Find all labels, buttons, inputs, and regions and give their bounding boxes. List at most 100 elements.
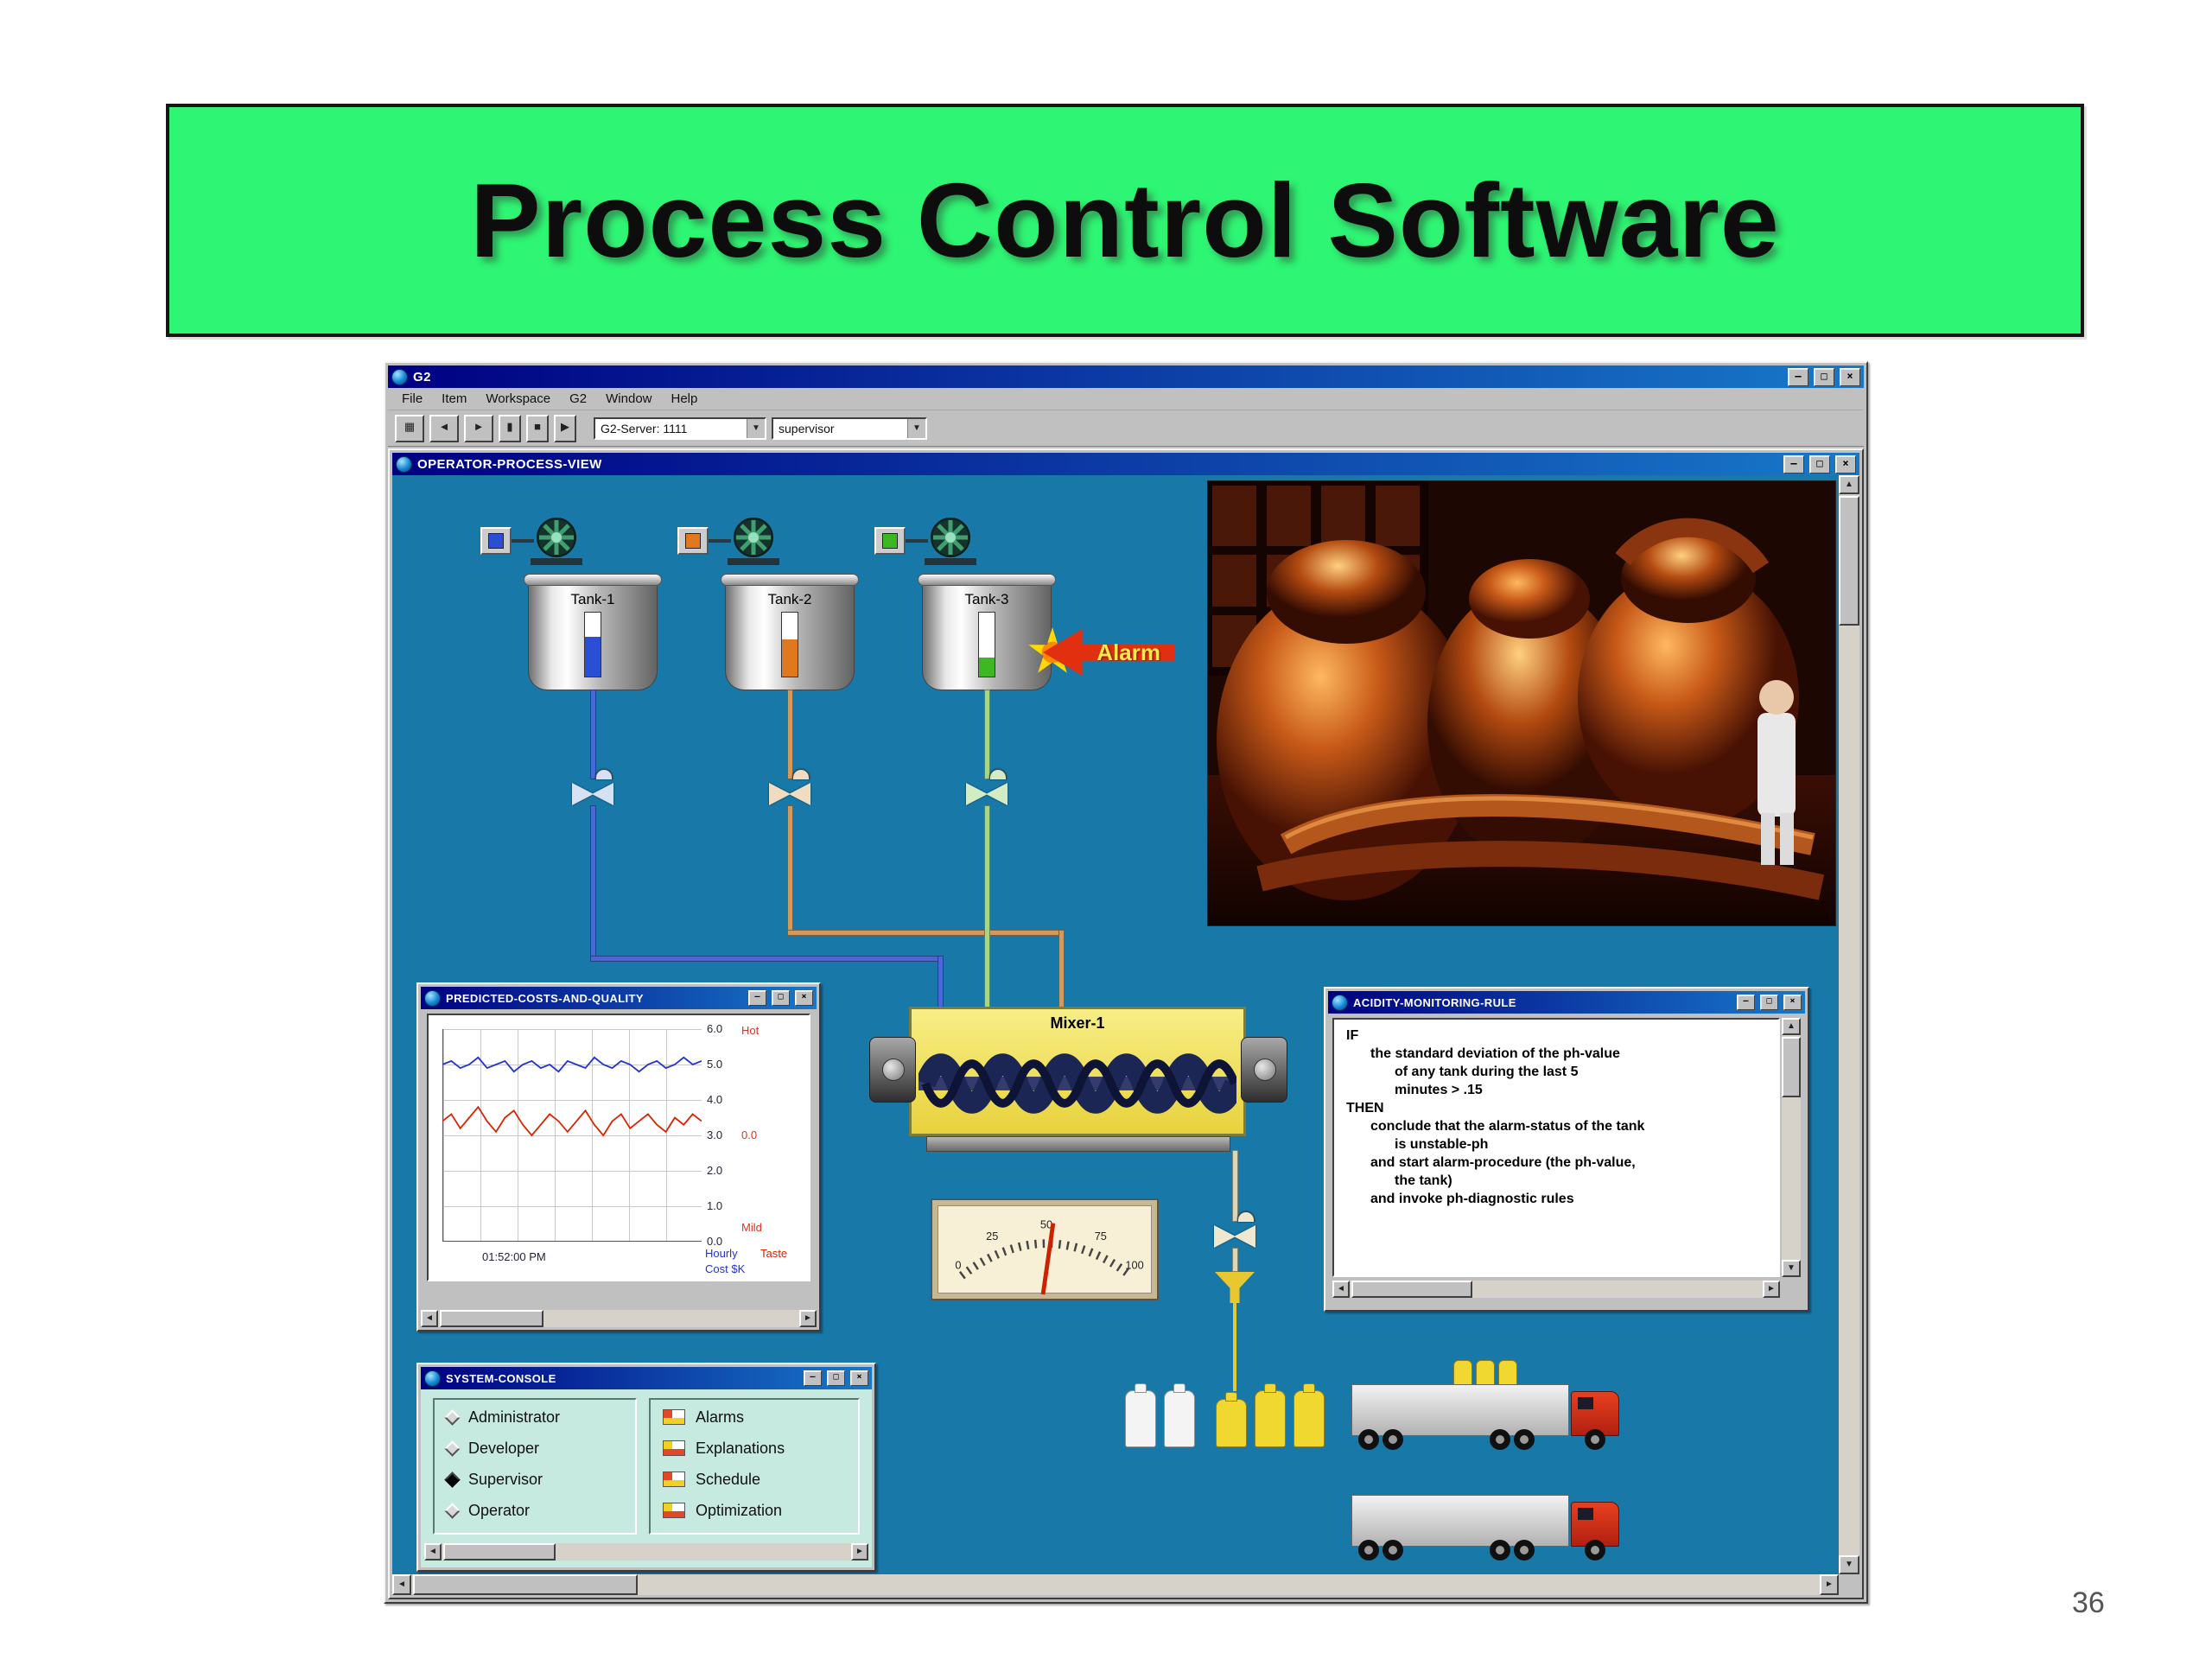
- scroll-left-icon[interactable]: ◄: [392, 1574, 411, 1595]
- maximize-icon[interactable]: □: [827, 1370, 845, 1386]
- menu-workspace[interactable]: Workspace: [486, 391, 551, 406]
- horizontal-scrollbar[interactable]: ◄ ►: [424, 1543, 868, 1560]
- horizontal-scrollbar[interactable]: ◄ ►: [392, 1574, 1839, 1595]
- pump-icon[interactable]: [928, 515, 973, 560]
- svg-text:100: 100: [1125, 1259, 1143, 1272]
- scroll-up-icon[interactable]: ▲: [1839, 475, 1859, 494]
- pump-icon[interactable]: [534, 515, 579, 560]
- scroll-left-icon[interactable]: ◄: [424, 1543, 442, 1560]
- menu-bar: File Item Workspace G2 Window Help: [388, 388, 1864, 410]
- console-button-explanations[interactable]: Explanations: [663, 1436, 785, 1460]
- menu-window[interactable]: Window: [606, 391, 652, 406]
- tank-body: Tank-3: [922, 586, 1052, 690]
- console-button-optimization[interactable]: Optimization: [663, 1498, 782, 1522]
- role-label: Supervisor: [468, 1470, 543, 1488]
- close-icon[interactable]: ×: [795, 990, 813, 1006]
- tank-lid: [524, 574, 662, 586]
- tank-2[interactable]: Tank-2: [721, 574, 859, 690]
- scroll-right-icon[interactable]: ►: [799, 1310, 817, 1327]
- maximize-icon[interactable]: □: [772, 990, 790, 1006]
- close-icon[interactable]: ×: [850, 1370, 868, 1386]
- user-combo[interactable]: supervisor ▼: [772, 416, 927, 440]
- feed-sensor-box[interactable]: [874, 527, 906, 555]
- scroll-up-icon[interactable]: ▲: [1782, 1018, 1801, 1035]
- console-button-schedule[interactable]: Schedule: [663, 1467, 760, 1491]
- scroll-left-icon[interactable]: ◄: [421, 1310, 438, 1327]
- rule-titlebar[interactable]: ACIDITY-MONITORING-RULE – □ ×: [1328, 991, 1805, 1014]
- grid-icon[interactable]: ▦: [395, 414, 424, 442]
- maximize-icon[interactable]: □: [1809, 454, 1830, 474]
- output-valve[interactable]: [1214, 1211, 1255, 1248]
- role-option-administrator[interactable]: Administrator: [444, 1405, 560, 1429]
- scroll-right-icon[interactable]: ►: [851, 1543, 868, 1560]
- maximize-icon[interactable]: □: [1760, 995, 1778, 1010]
- step-back-icon[interactable]: ◄: [429, 414, 459, 442]
- role-option-supervisor[interactable]: Supervisor: [444, 1467, 543, 1491]
- step-forward-icon[interactable]: ►: [464, 414, 493, 442]
- costs-titlebar[interactable]: PREDICTED-COSTS-AND-QUALITY – □ ×: [421, 987, 817, 1009]
- valve-tank-2[interactable]: [769, 769, 810, 805]
- scrollbar-thumb[interactable]: [413, 1574, 638, 1595]
- close-icon[interactable]: ×: [1840, 367, 1860, 386]
- menu-item[interactable]: Item: [442, 391, 467, 406]
- server-combo[interactable]: G2-Server: 1111 ▼: [594, 416, 766, 440]
- mixer-end-cap: [869, 1037, 916, 1103]
- console-titlebar[interactable]: SYSTEM-CONSOLE – □ ×: [421, 1367, 872, 1389]
- chevron-down-icon[interactable]: ▼: [907, 418, 925, 438]
- scrollbar-thumb[interactable]: [443, 1543, 556, 1560]
- tank-3[interactable]: Tank-3: [918, 574, 1056, 690]
- mid-label: 0.0: [741, 1128, 758, 1141]
- role-option-operator[interactable]: Operator: [444, 1498, 530, 1522]
- chevron-down-icon[interactable]: ▼: [747, 418, 765, 438]
- menu-file[interactable]: File: [402, 391, 423, 406]
- horizontal-scrollbar[interactable]: ◄ ►: [1332, 1281, 1780, 1298]
- workspace-icon: [1332, 994, 1348, 1011]
- process-view-titlebar[interactable]: OPERATOR-PROCESS-VIEW – □ ×: [392, 453, 1859, 475]
- role-option-developer[interactable]: Developer: [444, 1436, 539, 1460]
- svg-text:50: 50: [1040, 1218, 1052, 1231]
- feed-sensor-box[interactable]: [677, 527, 709, 555]
- vertical-scrollbar[interactable]: ▲ ▼: [1839, 475, 1859, 1574]
- valve-tank-3[interactable]: [966, 769, 1007, 805]
- scrollbar-thumb[interactable]: [1782, 1037, 1801, 1097]
- minimize-icon[interactable]: –: [1788, 367, 1808, 386]
- radio-diamond-icon[interactable]: [444, 1471, 461, 1488]
- minimize-icon[interactable]: –: [804, 1370, 822, 1386]
- close-icon[interactable]: ×: [1783, 995, 1802, 1010]
- radio-diamond-icon[interactable]: [444, 1440, 461, 1457]
- vertical-scrollbar[interactable]: ▲ ▼: [1782, 1018, 1801, 1277]
- scroll-down-icon[interactable]: ▼: [1782, 1260, 1801, 1277]
- scrollbar-thumb[interactable]: [440, 1310, 543, 1327]
- valve-tank-1[interactable]: [572, 769, 613, 805]
- minimize-icon[interactable]: –: [1737, 995, 1755, 1010]
- scrollbar-thumb[interactable]: [1839, 496, 1859, 626]
- rule-text: IF the standard deviation of the ph-valu…: [1332, 1018, 1780, 1277]
- action-label: Optimization: [696, 1501, 783, 1519]
- pump-icon[interactable]: [731, 515, 776, 560]
- scroll-right-icon[interactable]: ►: [1820, 1574, 1839, 1595]
- scrollbar-thumb[interactable]: [1351, 1281, 1472, 1298]
- stop-icon[interactable]: ■: [526, 414, 549, 442]
- menu-help[interactable]: Help: [671, 391, 698, 406]
- radio-diamond-icon[interactable]: [444, 1408, 461, 1426]
- tank-3-group: Tank-3: [874, 515, 1065, 774]
- mixer-1[interactable]: Mixer-1: [909, 1007, 1246, 1136]
- minimize-icon[interactable]: –: [748, 990, 766, 1006]
- tank-1[interactable]: Tank-1: [524, 574, 662, 690]
- menu-g2[interactable]: G2: [569, 391, 588, 406]
- chart-grid: [442, 1029, 702, 1242]
- scroll-left-icon[interactable]: ◄: [1332, 1281, 1350, 1298]
- radio-diamond-icon[interactable]: [444, 1502, 461, 1519]
- console-button-alarms[interactable]: Alarms: [663, 1405, 744, 1429]
- g2-titlebar[interactable]: G2 – □ ×: [388, 365, 1864, 388]
- minimize-icon[interactable]: –: [1783, 454, 1804, 474]
- horizontal-scrollbar[interactable]: ◄ ►: [421, 1310, 817, 1327]
- run-icon[interactable]: ▶: [554, 414, 576, 442]
- feed-sensor-box[interactable]: [480, 527, 512, 555]
- close-icon[interactable]: ×: [1835, 454, 1856, 474]
- scroll-down-icon[interactable]: ▼: [1839, 1555, 1859, 1574]
- maximize-icon[interactable]: □: [1814, 367, 1834, 386]
- pause-icon[interactable]: ▮: [499, 414, 521, 442]
- analog-gauge[interactable]: 0 25 50 75 100: [931, 1198, 1159, 1300]
- scroll-right-icon[interactable]: ►: [1763, 1281, 1780, 1298]
